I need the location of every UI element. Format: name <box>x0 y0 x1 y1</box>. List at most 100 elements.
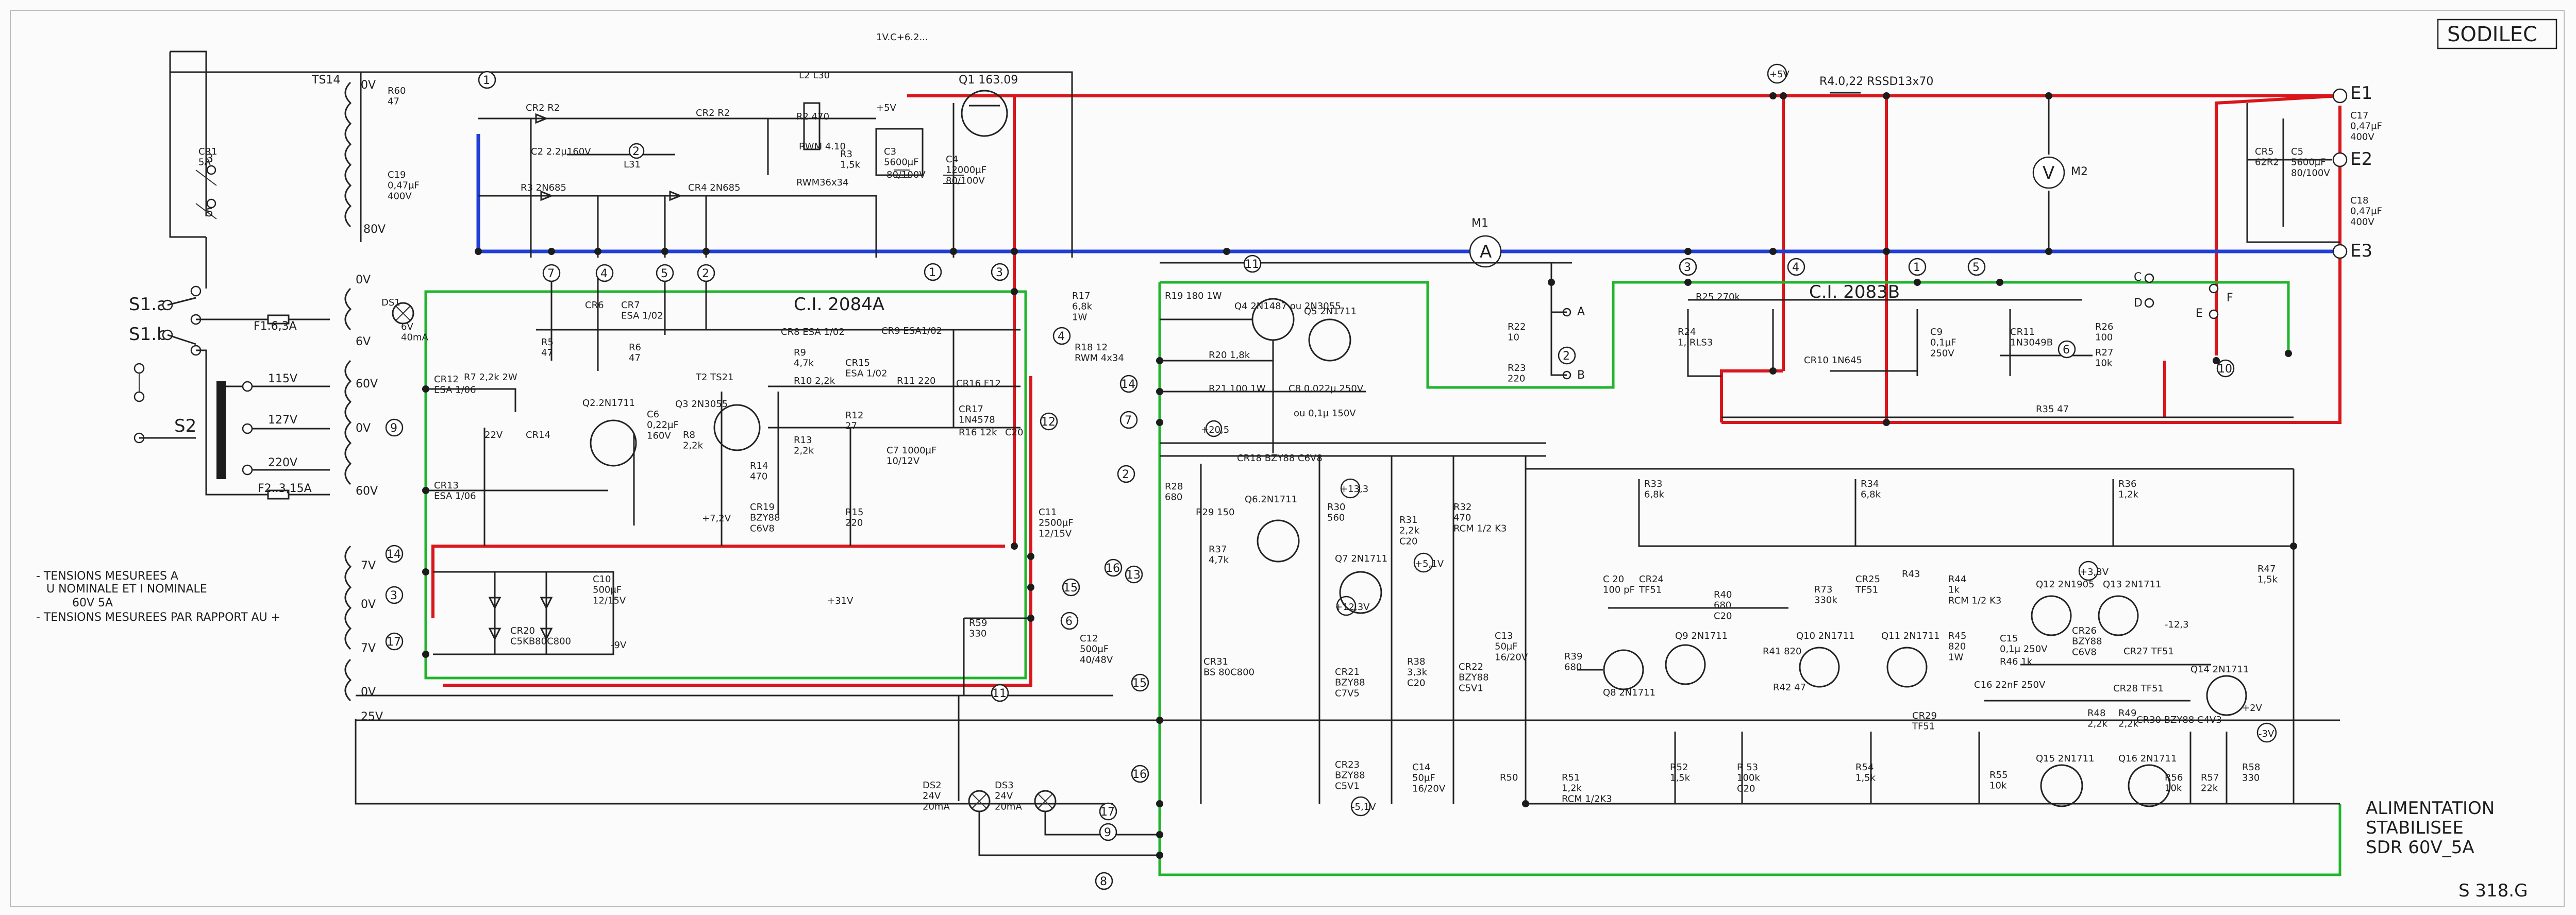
svg-text:4: 4 <box>1792 261 1799 274</box>
svg-text:Q6.2N1711: Q6.2N1711 <box>1245 494 1297 505</box>
svg-text:R94,7k: R94,7k <box>794 347 814 369</box>
svg-text:R7 2,2k 2W: R7 2,2k 2W <box>464 372 517 383</box>
q13-transistor <box>2098 595 2139 636</box>
svg-text:7: 7 <box>1125 414 1132 427</box>
svg-text:1: 1 <box>483 74 490 87</box>
svg-text:R35 47: R35 47 <box>2036 404 2069 415</box>
svg-text:60V: 60V <box>356 378 378 391</box>
positive-rail-top <box>1013 94 2340 99</box>
svg-text:+7,2V: +7,2V <box>702 513 731 524</box>
positive-rail-right <box>1721 106 2341 424</box>
e1-label: E1 <box>2350 83 2372 104</box>
svg-text:Q5 2N1711: Q5 2N1711 <box>1304 306 1357 317</box>
drawing-frame <box>10 10 2565 907</box>
svg-text:+5,1V: +5,1V <box>1415 558 1444 569</box>
svg-text:R20 1,8k: R20 1,8k <box>1209 350 1250 361</box>
svg-text:220V: 220V <box>268 456 297 469</box>
svg-text:2: 2 <box>632 145 640 158</box>
negative-rail <box>476 134 2340 253</box>
svg-text:R21 100 1W: R21 100 1W <box>1209 383 1266 394</box>
svg-text:6V: 6V <box>356 335 371 348</box>
q9-transistor <box>1665 644 1706 685</box>
svg-text:Q15 2N1711: Q15 2N1711 <box>2036 753 2095 764</box>
svg-text:0V: 0V <box>356 274 371 286</box>
svg-text:R46 1k: R46 1k <box>2000 656 2033 667</box>
svg-text:Q7 2N1711: Q7 2N1711 <box>1335 553 1387 564</box>
svg-text:60V 5A: 60V 5A <box>72 597 113 609</box>
positive-rail-left <box>431 545 1005 618</box>
brand-box <box>2437 19 2557 49</box>
svg-text:11: 11 <box>1245 258 1259 271</box>
svg-text:T2 TS21: T2 TS21 <box>695 372 734 383</box>
red-link-right3 <box>2215 94 2340 355</box>
svg-text:7V: 7V <box>361 560 376 572</box>
s1a-label: S1.a <box>129 294 168 315</box>
board-a-label: C.I. 2084A <box>794 294 884 315</box>
svg-text:Q10 2N1711: Q10 2N1711 <box>1796 631 1855 641</box>
svg-text:-12,3: -12,3 <box>2165 619 2189 630</box>
q7-transistor <box>1339 571 1382 614</box>
q12-transistor <box>2031 595 2072 636</box>
terminal-markers: 1 2 7 4 5 2 1 3 9 14 3 17 11 12 15 6 16 … <box>385 71 2235 890</box>
svg-text:CR10 1N645: CR10 1N645 <box>1804 355 1862 366</box>
svg-text:R82,2k: R82,2k <box>683 430 704 451</box>
svg-text:14: 14 <box>387 548 401 561</box>
e2-label: E2 <box>2350 149 2372 170</box>
svg-text:8: 8 <box>1100 875 1107 888</box>
svg-text:- TENSIONS MESUREES PAR RAPPOR: - TENSIONS MESUREES PAR RAPPORT AU + <box>36 611 280 624</box>
brand-label: SODILEC <box>2447 23 2537 46</box>
svg-text:C8 0,022µ 250V: C8 0,022µ 250V <box>1289 383 1364 394</box>
q10-transistor <box>1799 647 1840 688</box>
svg-text:L2 L30: L2 L30 <box>799 70 830 81</box>
svg-text:1: 1 <box>929 266 936 279</box>
svg-text:+5V: +5V <box>876 103 897 113</box>
svg-text:0V: 0V <box>356 422 371 435</box>
svg-text:R25 270k: R25 270k <box>1696 292 1740 302</box>
q15-transistor <box>2040 764 2083 807</box>
svg-text:CR2 R2: CR2 R2 <box>696 108 730 118</box>
s1b-label: S1.b <box>129 324 168 345</box>
drawing-reference: S 318.G <box>2458 880 2528 901</box>
svg-text:A: A <box>1577 306 1585 318</box>
title-line-2: STABILISEE <box>2366 818 2464 838</box>
q16-transistor <box>2128 764 2171 807</box>
svg-text:R50: R50 <box>1500 772 1518 783</box>
svg-text:Q11 2N1711: Q11 2N1711 <box>1881 631 1940 641</box>
svg-text:CR30 BZY88 C4V3: CR30 BZY88 C4V3 <box>2136 715 2222 725</box>
board-b-label: C.I. 2083B <box>1809 282 1900 302</box>
svg-text:+31V: +31V <box>827 596 854 606</box>
svg-text:2: 2 <box>702 267 709 280</box>
svg-text:CR14: CR14 <box>526 430 550 440</box>
